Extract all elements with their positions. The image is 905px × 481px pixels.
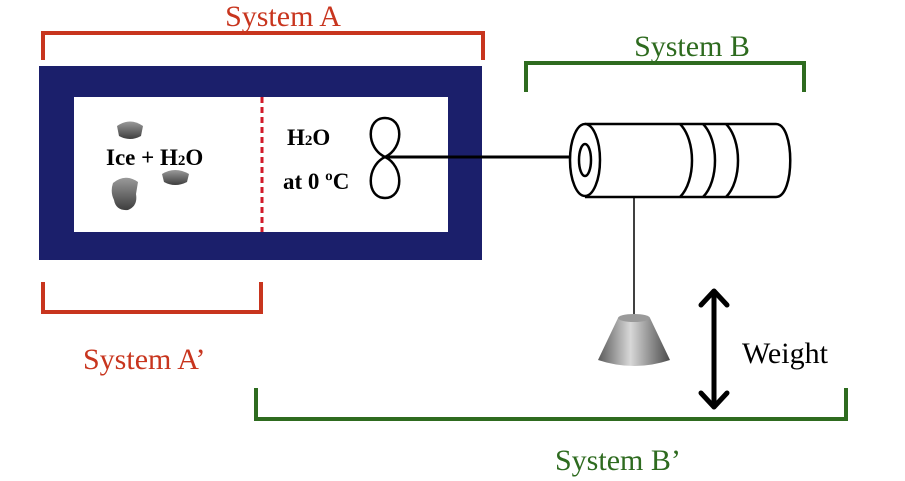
water-label: H2O bbox=[287, 125, 330, 150]
double-arrow-icon bbox=[698, 288, 730, 410]
system-b-prime-label: System B’ bbox=[555, 444, 681, 477]
ice-water-label: Ice + H2O bbox=[106, 145, 203, 170]
ice-chunk-icon bbox=[111, 177, 138, 211]
system-b-label: System B bbox=[634, 30, 750, 63]
cone-weight-icon bbox=[598, 314, 670, 366]
pulley-drum-icon bbox=[568, 122, 792, 199]
ice-chunk-icon bbox=[117, 121, 143, 139]
system-a-bracket bbox=[41, 31, 485, 60]
weight-label: Weight bbox=[742, 337, 829, 370]
ice-chunk-icon bbox=[162, 170, 189, 185]
system-b-bracket bbox=[524, 61, 806, 92]
temperature-label: at 0 ºC bbox=[283, 169, 349, 194]
system-b-prime-bracket bbox=[254, 388, 848, 421]
system-a-label: System A bbox=[225, 0, 341, 33]
system-a-prime-label: System A’ bbox=[83, 343, 206, 376]
paddle-wheel-icon bbox=[369, 116, 401, 200]
system-a-prime-bracket bbox=[41, 282, 263, 314]
